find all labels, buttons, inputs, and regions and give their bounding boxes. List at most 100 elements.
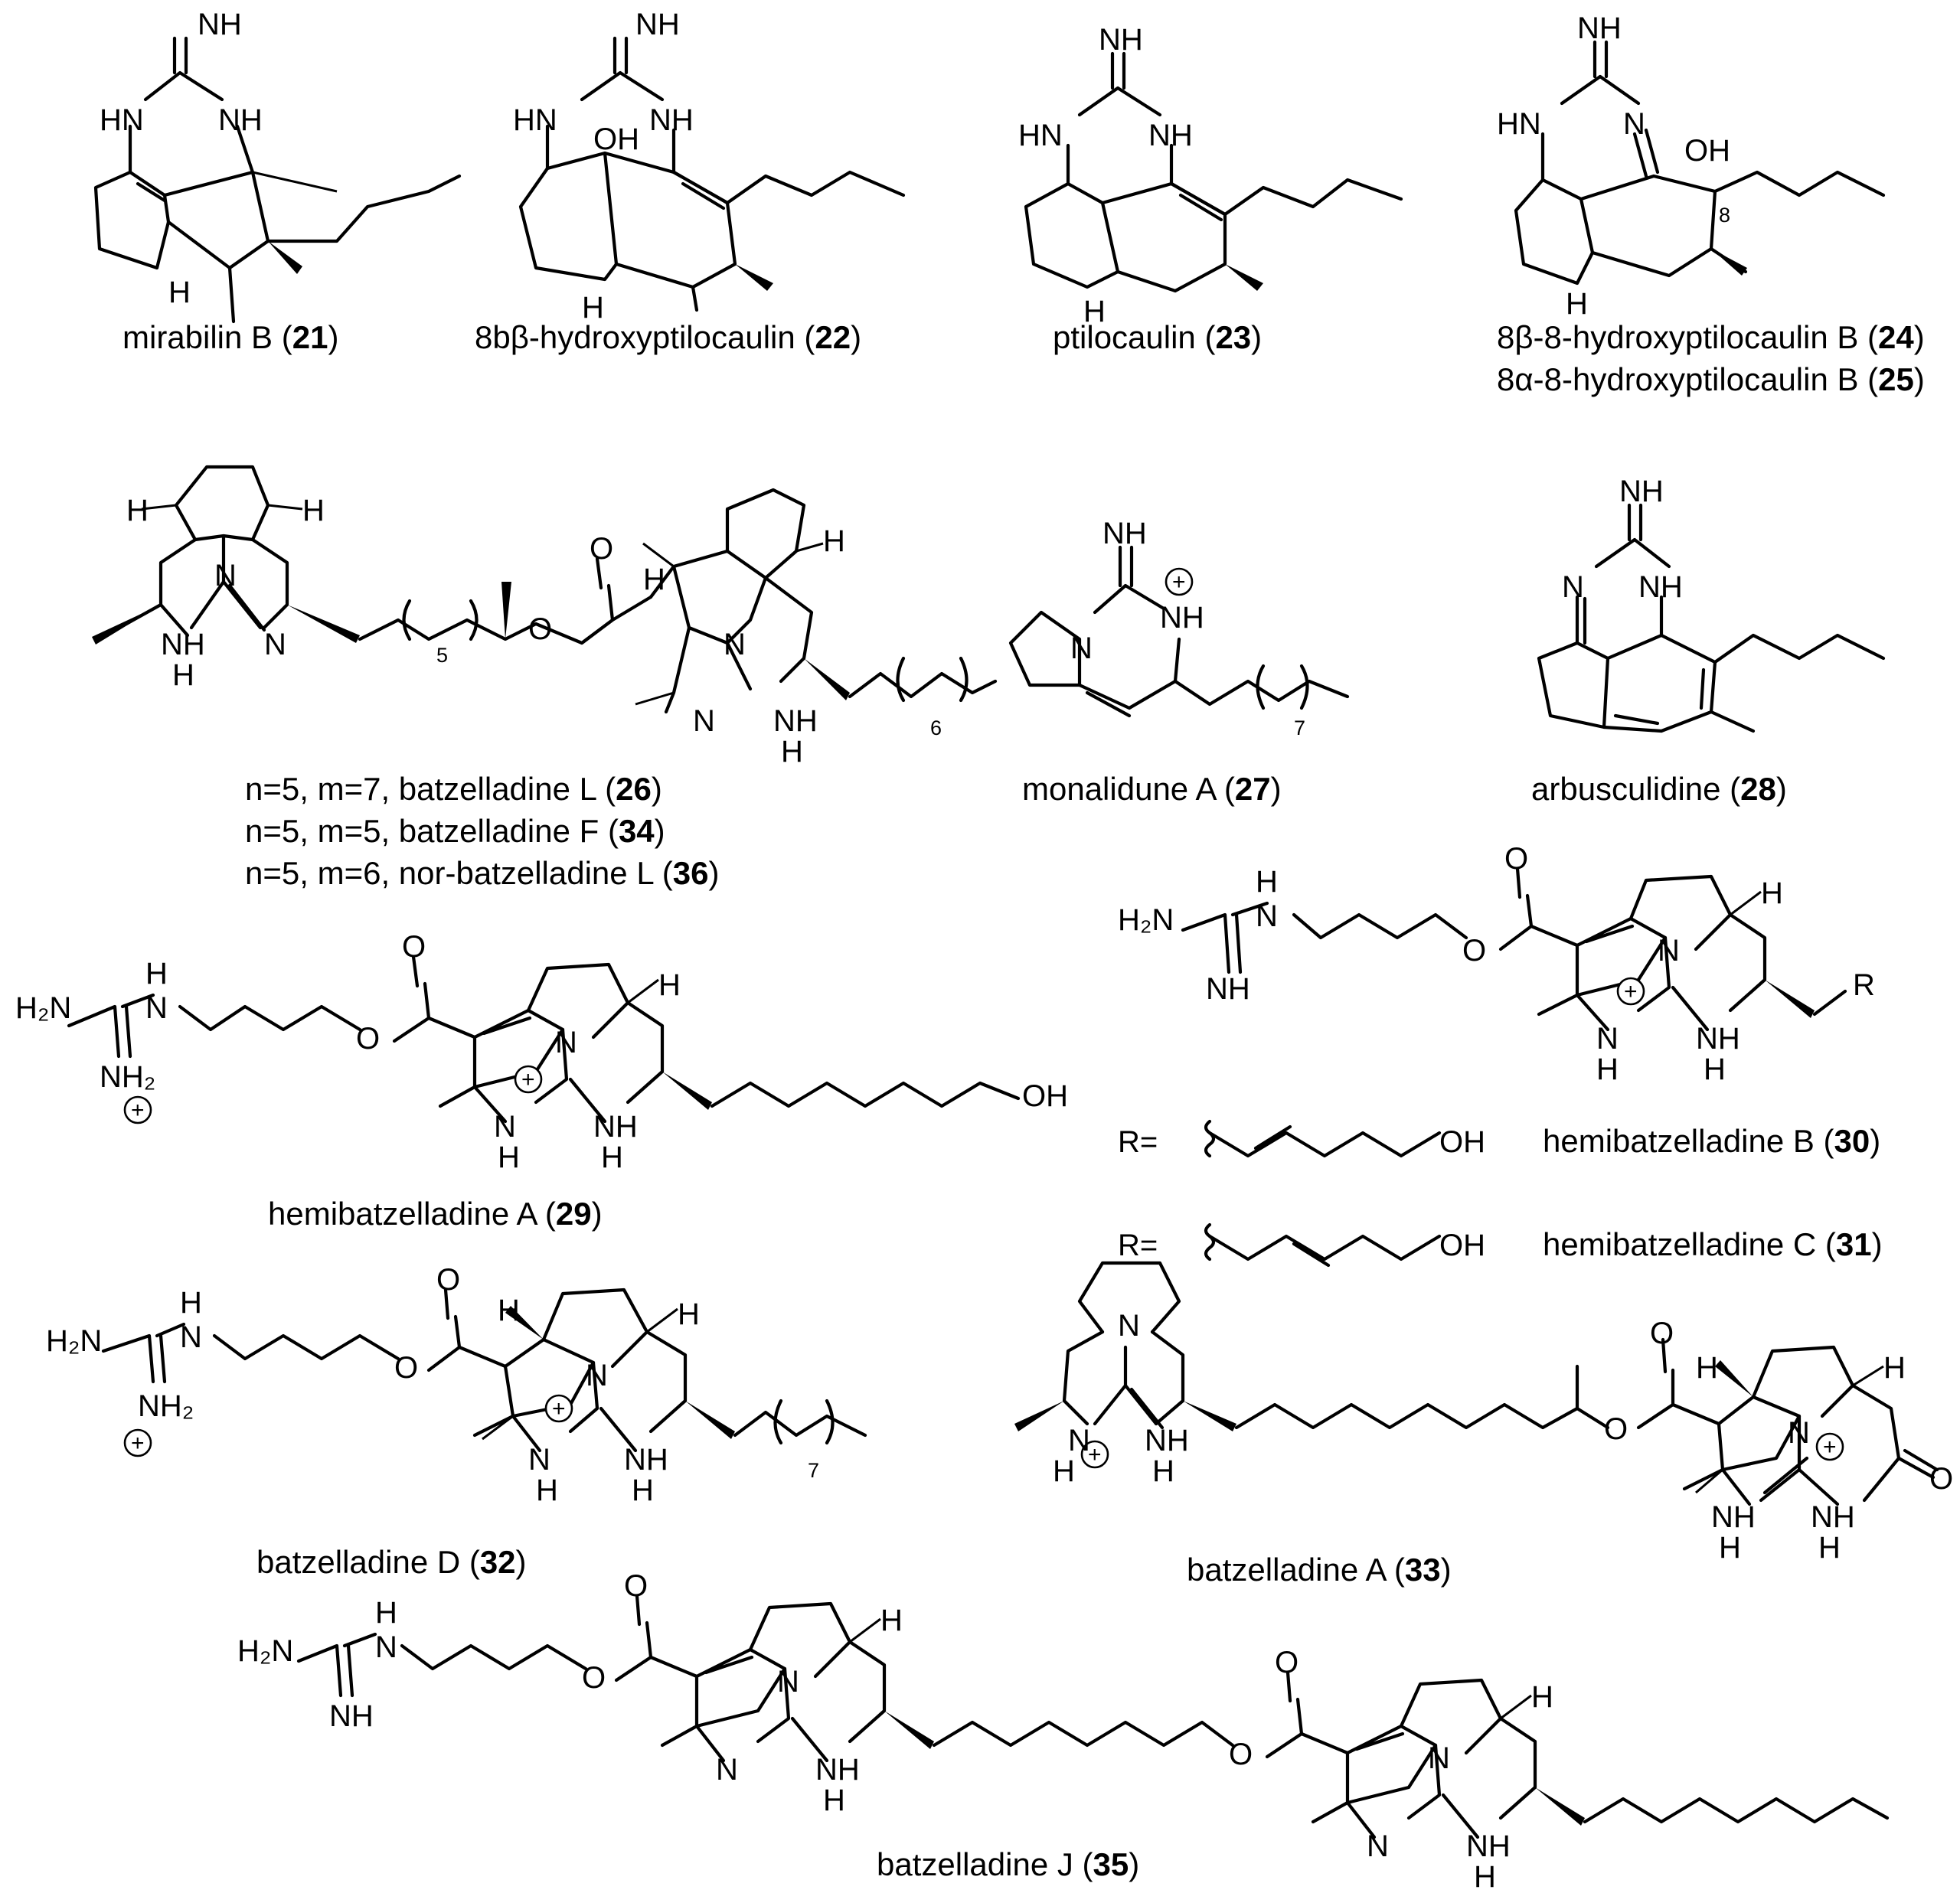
structure-monalidune-a: + NH N NH 7 monalidune A (27): [1008, 517, 1350, 807]
atom-label: NH: [198, 8, 242, 41]
atom-label: O: [1275, 1646, 1298, 1679]
atom-label: N: [264, 628, 286, 661]
compound-caption: monalidune A (27): [1022, 771, 1282, 807]
atom-label: H: [126, 494, 149, 527]
wedge-bond: [92, 605, 161, 645]
atom-label: H: [582, 291, 604, 325]
atom-label: N: [180, 1320, 202, 1354]
structure-batzelladine-d: + + H₂N H N NH₂ O O H H N N H NH H 7 bat…: [46, 1263, 867, 1580]
atom-label: H: [180, 1286, 202, 1320]
atom-label: O: [582, 1661, 606, 1695]
compound-caption: mirabilin B (21): [122, 319, 338, 355]
atom-label: H: [536, 1474, 558, 1507]
wedge-bond: [1715, 1360, 1753, 1397]
atom-label: H: [145, 957, 168, 991]
atom-label: H: [643, 563, 665, 596]
atom-label: NH: [815, 1753, 860, 1787]
atom-label: N: [214, 559, 237, 592]
atom-label: R=: [1118, 1125, 1158, 1159]
atom-label: N: [1623, 107, 1645, 141]
compound-caption: batzelladine A (33): [1187, 1552, 1452, 1588]
atom-label: O: [402, 930, 426, 964]
structure-hemibatzelladine-a: + + H₂N H N NH₂ O O H N N H NH H OH hemi…: [15, 930, 1068, 1232]
atom-label: N: [555, 1026, 577, 1059]
atom-label: H: [1596, 1053, 1619, 1086]
compound-caption: hemibatzelladine C (31): [1543, 1226, 1883, 1262]
atom-label: H: [1531, 1680, 1553, 1714]
wedge-bond: [287, 605, 360, 643]
atom-label: NH: [1099, 23, 1143, 57]
atom-label: O: [436, 1263, 460, 1297]
wedge-bond: [1014, 1401, 1064, 1431]
atom-label: H: [880, 1604, 903, 1637]
atom-label: NH: [329, 1699, 374, 1733]
atom-label: NH: [1811, 1500, 1855, 1534]
atom-label: NH: [1638, 570, 1683, 604]
atom-label: NH: [1619, 475, 1664, 508]
wedge-bond: [1535, 1787, 1585, 1826]
atom-label: N: [1562, 570, 1584, 604]
atom-label: HN: [1497, 107, 1541, 141]
structure-ptilocaulin: NH HN NH H ptilocaulin (23): [1018, 23, 1403, 355]
atom-label: N: [494, 1110, 516, 1144]
atom-label: O: [624, 1569, 648, 1603]
wedge-bond: [1183, 1401, 1236, 1431]
compound-caption: 8bβ-hydroxyptilocaulin (22): [475, 319, 861, 355]
atom-label: H: [302, 494, 325, 527]
atom-label: OH: [1439, 1125, 1485, 1159]
atom-label: NH: [1206, 972, 1250, 1006]
charge-sign: +: [1823, 1434, 1837, 1460]
atom-label: O: [528, 612, 552, 646]
positive-charge: [1815, 1432, 1844, 1461]
atom-label: N: [693, 704, 715, 738]
atom-label: OH: [1022, 1079, 1068, 1113]
wedge-bond: [662, 1072, 712, 1110]
atom-label: H: [632, 1474, 654, 1507]
charge-sign: +: [552, 1396, 566, 1421]
atom-label: N: [586, 1359, 608, 1392]
atom-label: H: [172, 658, 194, 692]
charge-sign: +: [1088, 1442, 1102, 1467]
atom-label: NH₂: [138, 1389, 194, 1423]
atom-label: N: [1658, 934, 1680, 968]
atom-label: OH: [1684, 134, 1730, 168]
atom-label: H₂N: [237, 1634, 293, 1668]
atom-label: H: [1256, 865, 1278, 899]
atom-label: H: [1696, 1351, 1718, 1385]
atom-label: H: [375, 1596, 397, 1630]
structure-arbusculidine: NH N NH arbusculidine (28): [1531, 475, 1886, 807]
atom-label: H: [601, 1141, 623, 1174]
atom-label: H: [1566, 287, 1588, 321]
structure-hemibatzelladine-b-c: + H₂N H N NH O O H N N H NH H R R= OH he…: [1118, 842, 1883, 1268]
atom-label: H: [823, 524, 845, 558]
atom-label: NH: [1696, 1022, 1740, 1056]
compound-caption: batzelladine D (32): [256, 1544, 527, 1580]
subscript-label: 6: [930, 716, 942, 739]
charge-sign: +: [1172, 570, 1186, 595]
atom-label: NH: [624, 1443, 668, 1477]
atom-label: H: [1818, 1531, 1841, 1565]
structure-batzelladine-j: H₂N H N NH O O H N N NH H O O H N N NH H…: [237, 1569, 1890, 1893]
atom-label: HN: [513, 103, 557, 137]
atom-label: NH: [1466, 1829, 1511, 1863]
compound-caption: n=5, m=5, batzelladine F (34): [245, 813, 665, 849]
atom-label: NH: [1577, 11, 1622, 45]
atom-label: O: [1650, 1317, 1674, 1350]
wedge-bond: [505, 1306, 544, 1340]
atom-label: NH: [1102, 517, 1147, 550]
atom-label: NH: [161, 628, 205, 661]
atom-label: NH: [593, 1110, 638, 1144]
atom-label: H: [823, 1784, 845, 1817]
atom-label: O: [1229, 1738, 1253, 1771]
atom-label: OH: [593, 122, 639, 156]
compound-caption: ptilocaulin (23): [1053, 319, 1262, 355]
atom-label: N: [1596, 1022, 1619, 1056]
atom-label: NH: [773, 704, 818, 738]
atom-label: NH: [635, 8, 680, 41]
atom-label: H: [1083, 295, 1106, 328]
atom-label: H: [498, 1141, 520, 1174]
charge-sign: +: [131, 1098, 145, 1123]
charge-sign: +: [521, 1067, 535, 1092]
compound-caption: 8α-8-hydroxyptilocaulin B (25): [1497, 361, 1925, 397]
wedge-bond: [1765, 980, 1815, 1018]
